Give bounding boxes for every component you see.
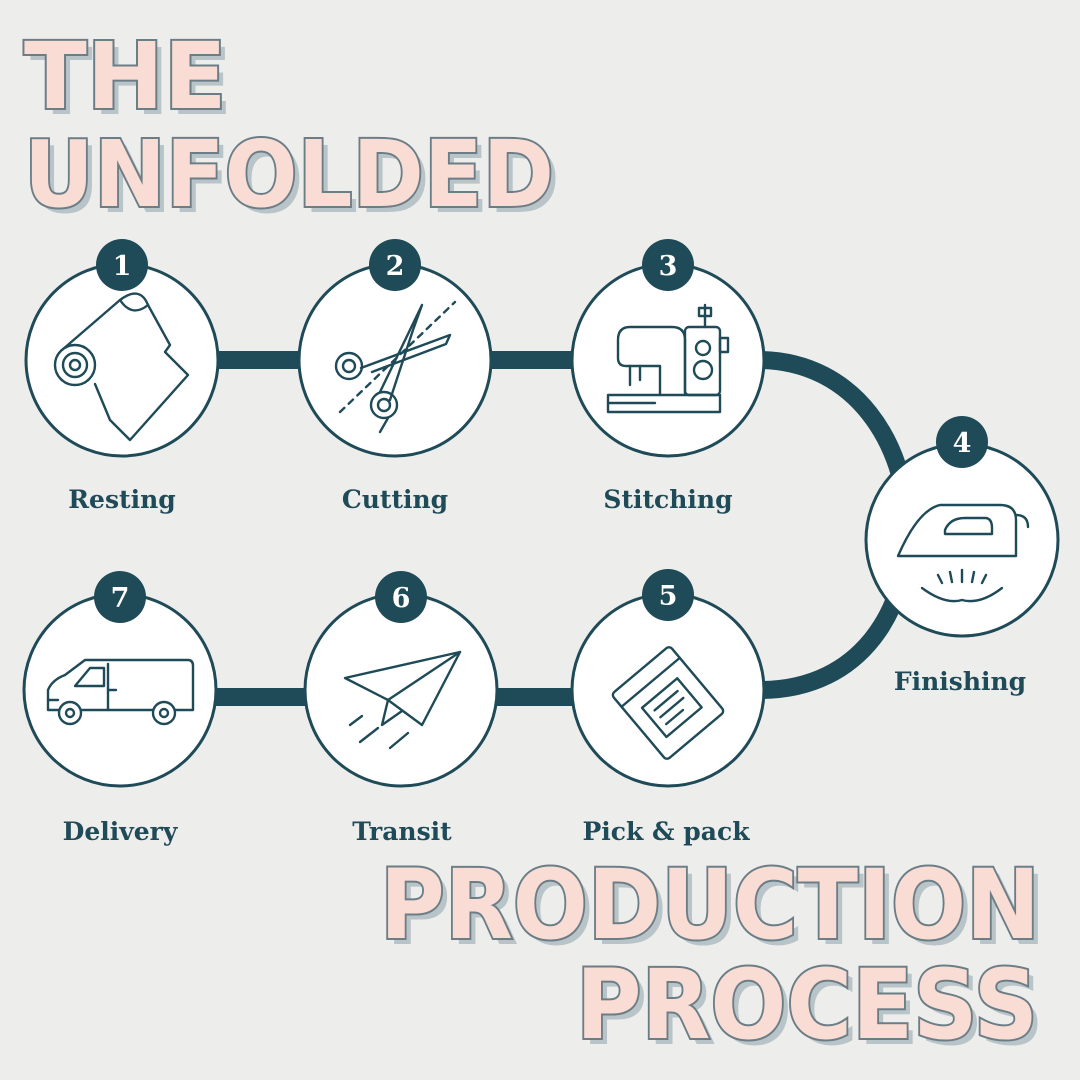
step-1-badge: [96, 239, 148, 291]
fabric-roll-icon: [53, 292, 190, 442]
title-line-3: PRODUCTION: [380, 849, 1040, 961]
step-6-badge: [375, 571, 427, 623]
iron-icon: [896, 503, 1030, 603]
title-line-2: UNFOLDED: [24, 121, 554, 228]
step-7: 7 Delivery: [22, 571, 218, 846]
step-3: 3 Stitching: [570, 239, 766, 514]
step-7-badge: [94, 571, 146, 623]
step-7-number: 7: [111, 583, 130, 614]
step-4-badge: [936, 416, 988, 468]
van-icon: [46, 658, 195, 726]
step-5: 5 Pick & pack: [570, 569, 766, 846]
title-bottom: PRODUCTION PRODUCTION PROCESS PROCESS: [378, 847, 1046, 1067]
step-6-number: 6: [392, 583, 411, 614]
step-4-number: 4: [953, 428, 972, 459]
step-2: 2 Cutting: [297, 239, 493, 514]
step-5-number: 5: [659, 581, 678, 612]
title-line-4-shadow: PROCESS: [582, 955, 1044, 1067]
step-3-circle: [570, 262, 766, 458]
title-line-2-shadow: UNFOLDED: [30, 127, 560, 234]
step-4: 4 Finishing: [864, 416, 1060, 696]
step-6-label: Transit: [352, 817, 452, 846]
step-4-circle: [864, 442, 1060, 638]
step-5-label: Pick & pack: [582, 817, 750, 846]
sewing-machine-icon: [606, 303, 730, 414]
title-top: THE THE UNFOLDED UNFOLDED: [22, 21, 560, 234]
package-icon: [611, 646, 725, 760]
step-1: 1 Resting: [24, 239, 220, 514]
step-3-number: 3: [659, 251, 678, 282]
step-3-badge: [642, 239, 694, 291]
step-2-badge: [369, 239, 421, 291]
step-1-label: Resting: [68, 485, 175, 514]
paper-plane-icon: [343, 650, 462, 750]
step-2-label: Cutting: [342, 485, 448, 514]
step-3-label: Stitching: [603, 485, 732, 514]
step-1-number: 1: [113, 251, 132, 282]
step-7-label: Delivery: [63, 817, 179, 846]
step-4-label: Finishing: [894, 667, 1026, 696]
title-line-1: THE: [24, 23, 227, 130]
title-line-1-shadow: THE: [30, 29, 233, 136]
title-line-3-shadow: PRODUCTION: [386, 855, 1046, 967]
scissors-icon: [334, 300, 457, 434]
step-6: 6 Transit: [303, 571, 499, 846]
title-line-4: PROCESS: [576, 949, 1038, 1061]
step-5-badge: [642, 569, 694, 621]
step-2-number: 2: [386, 251, 405, 282]
step-5-circle: [570, 592, 766, 788]
